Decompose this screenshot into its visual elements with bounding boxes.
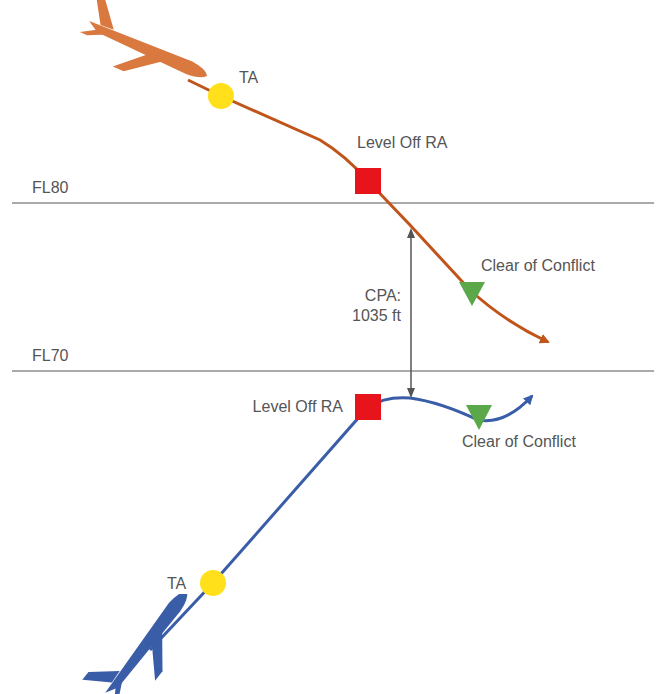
flight-level-line	[12, 371, 654, 372]
flight-level-label: FL70	[30, 346, 70, 366]
flight-level-line	[12, 203, 654, 204]
clear-marker	[466, 405, 492, 430]
ra-label: Level Off RA	[251, 397, 345, 417]
aircraft-icon	[82, 574, 210, 694]
ta-label: TA	[237, 68, 260, 88]
flight-level-label: FL80	[30, 178, 70, 198]
ra-label: Level Off RA	[355, 133, 449, 153]
ta-marker	[208, 83, 234, 109]
flight-path	[188, 80, 548, 342]
ta-marker	[200, 570, 226, 596]
cpa-label: CPA: 1035 ft	[339, 286, 403, 326]
ta-label: TA	[165, 574, 188, 594]
ra-marker	[355, 394, 381, 420]
cpa-arrow	[410, 230, 412, 396]
clear-label: Clear of Conflict	[460, 432, 578, 452]
aircraft-icon	[73, 0, 219, 103]
clear-marker	[459, 282, 485, 306]
clear-label: Clear of Conflict	[479, 256, 597, 276]
ra-marker	[355, 168, 381, 194]
